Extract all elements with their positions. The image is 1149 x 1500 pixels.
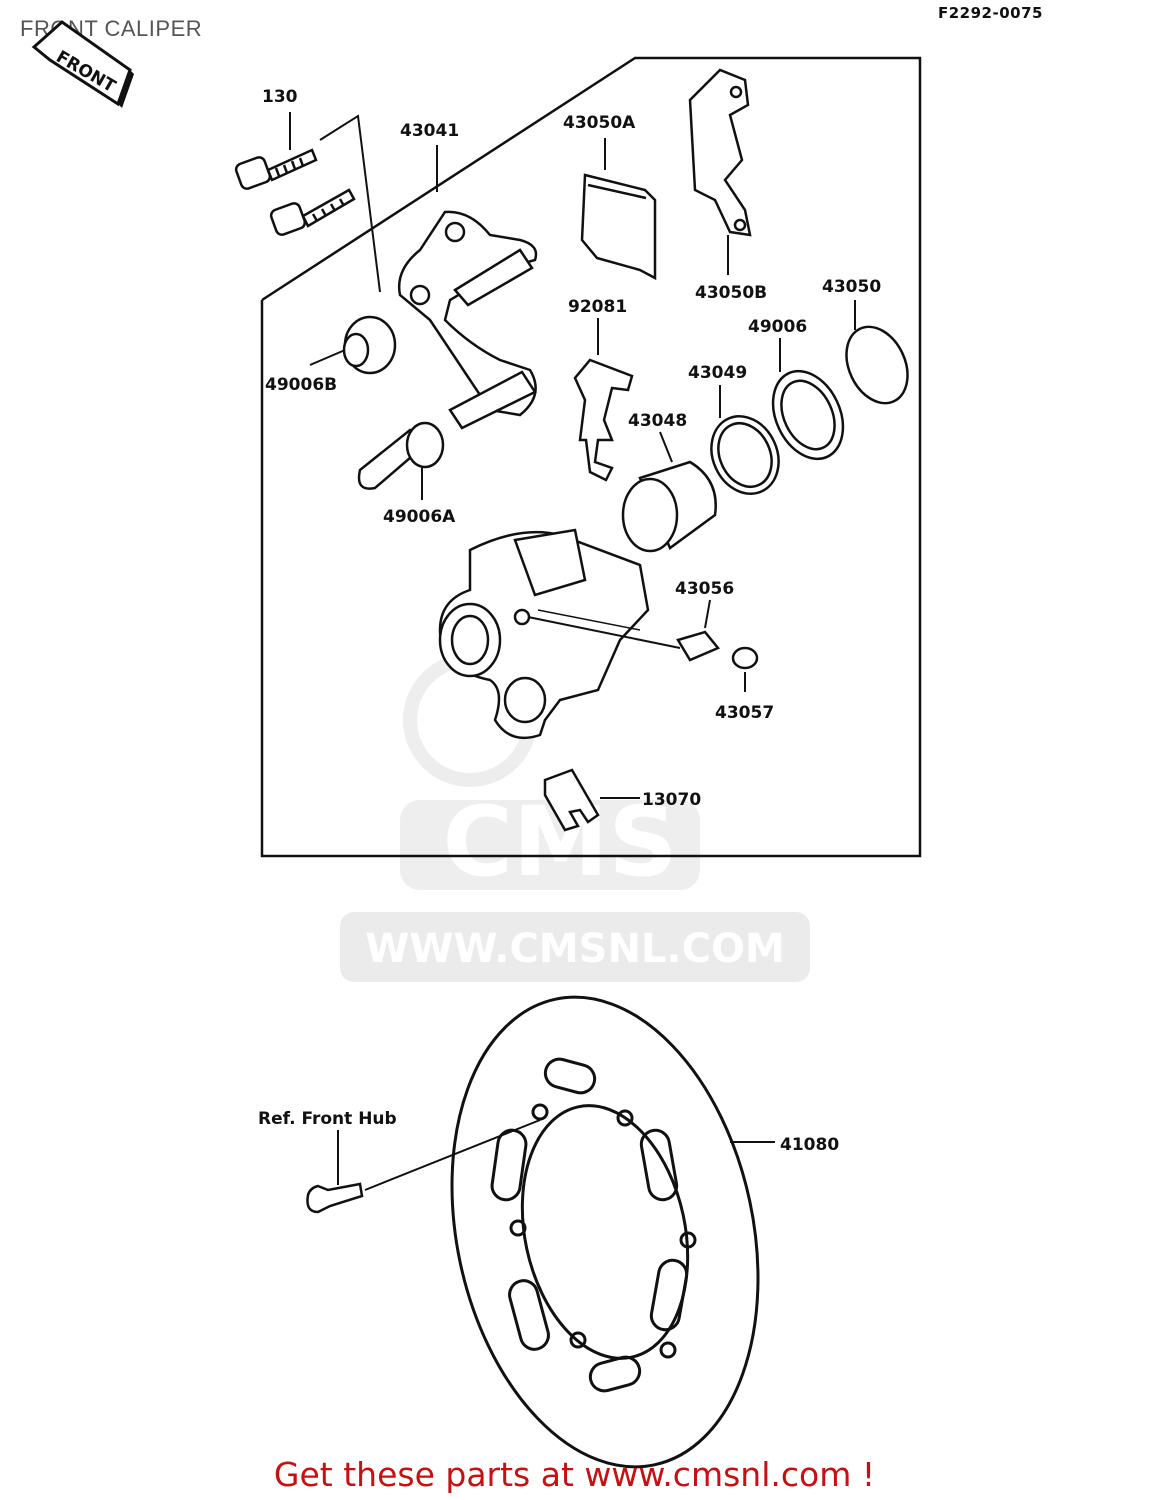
front-arrow-icon: FRONT: [31, 20, 134, 108]
label-ref-front-hub: Ref. Front Hub: [258, 1109, 397, 1129]
slide-pin-49006A: [357, 421, 445, 490]
cap-43050: [845, 325, 909, 405]
label-41080: 41080: [780, 1135, 839, 1155]
footer-link[interactable]: Get these parts at www.cmsnl.com !: [273, 1455, 876, 1494]
label-49006A: 49006A: [383, 507, 456, 527]
brake-pad-43050A: [580, 173, 657, 281]
label-13070: 13070: [642, 790, 701, 810]
pad-spring-92081: [573, 358, 634, 482]
label-43056: 43056: [675, 579, 734, 599]
bolt-130-upper: [234, 148, 318, 190]
label-43050A: 43050A: [563, 113, 636, 133]
assembly-frame: [260, 56, 922, 858]
bolt-130-lower: [269, 188, 356, 236]
caliper-bracket-43041: [397, 210, 538, 430]
clip-13070: [543, 768, 600, 832]
caliper-body: [438, 528, 650, 740]
dust-boot-49006B: [342, 315, 397, 375]
label-43050: 43050: [822, 277, 881, 297]
label-49006B: 49006B: [265, 375, 337, 395]
piston-43048: [621, 460, 717, 553]
disc-bolt: [306, 1182, 364, 1214]
bleed-cap-43057: [731, 646, 759, 670]
figure-code: F2292-0075: [938, 4, 1043, 22]
watermark-url: WWW.CMSNL.COM: [365, 926, 785, 972]
dust-seal-49006: [771, 369, 845, 461]
label-43057: 43057: [715, 703, 774, 723]
bracket-subframe: [319, 114, 381, 293]
piston-seal-43049: [710, 415, 780, 495]
label-49006: 49006: [748, 317, 807, 337]
label-43050B: 43050B: [695, 283, 767, 303]
label-43049: 43049: [688, 363, 747, 383]
brake-pad-43050B: [688, 68, 752, 237]
label-43041: 43041: [400, 121, 459, 141]
brake-disc-41080: [450, 995, 760, 1469]
label-92081: 92081: [568, 297, 627, 317]
label-43048: 43048: [628, 411, 687, 431]
label-130: 130: [262, 87, 298, 107]
bleed-valve-43056: [676, 630, 721, 662]
